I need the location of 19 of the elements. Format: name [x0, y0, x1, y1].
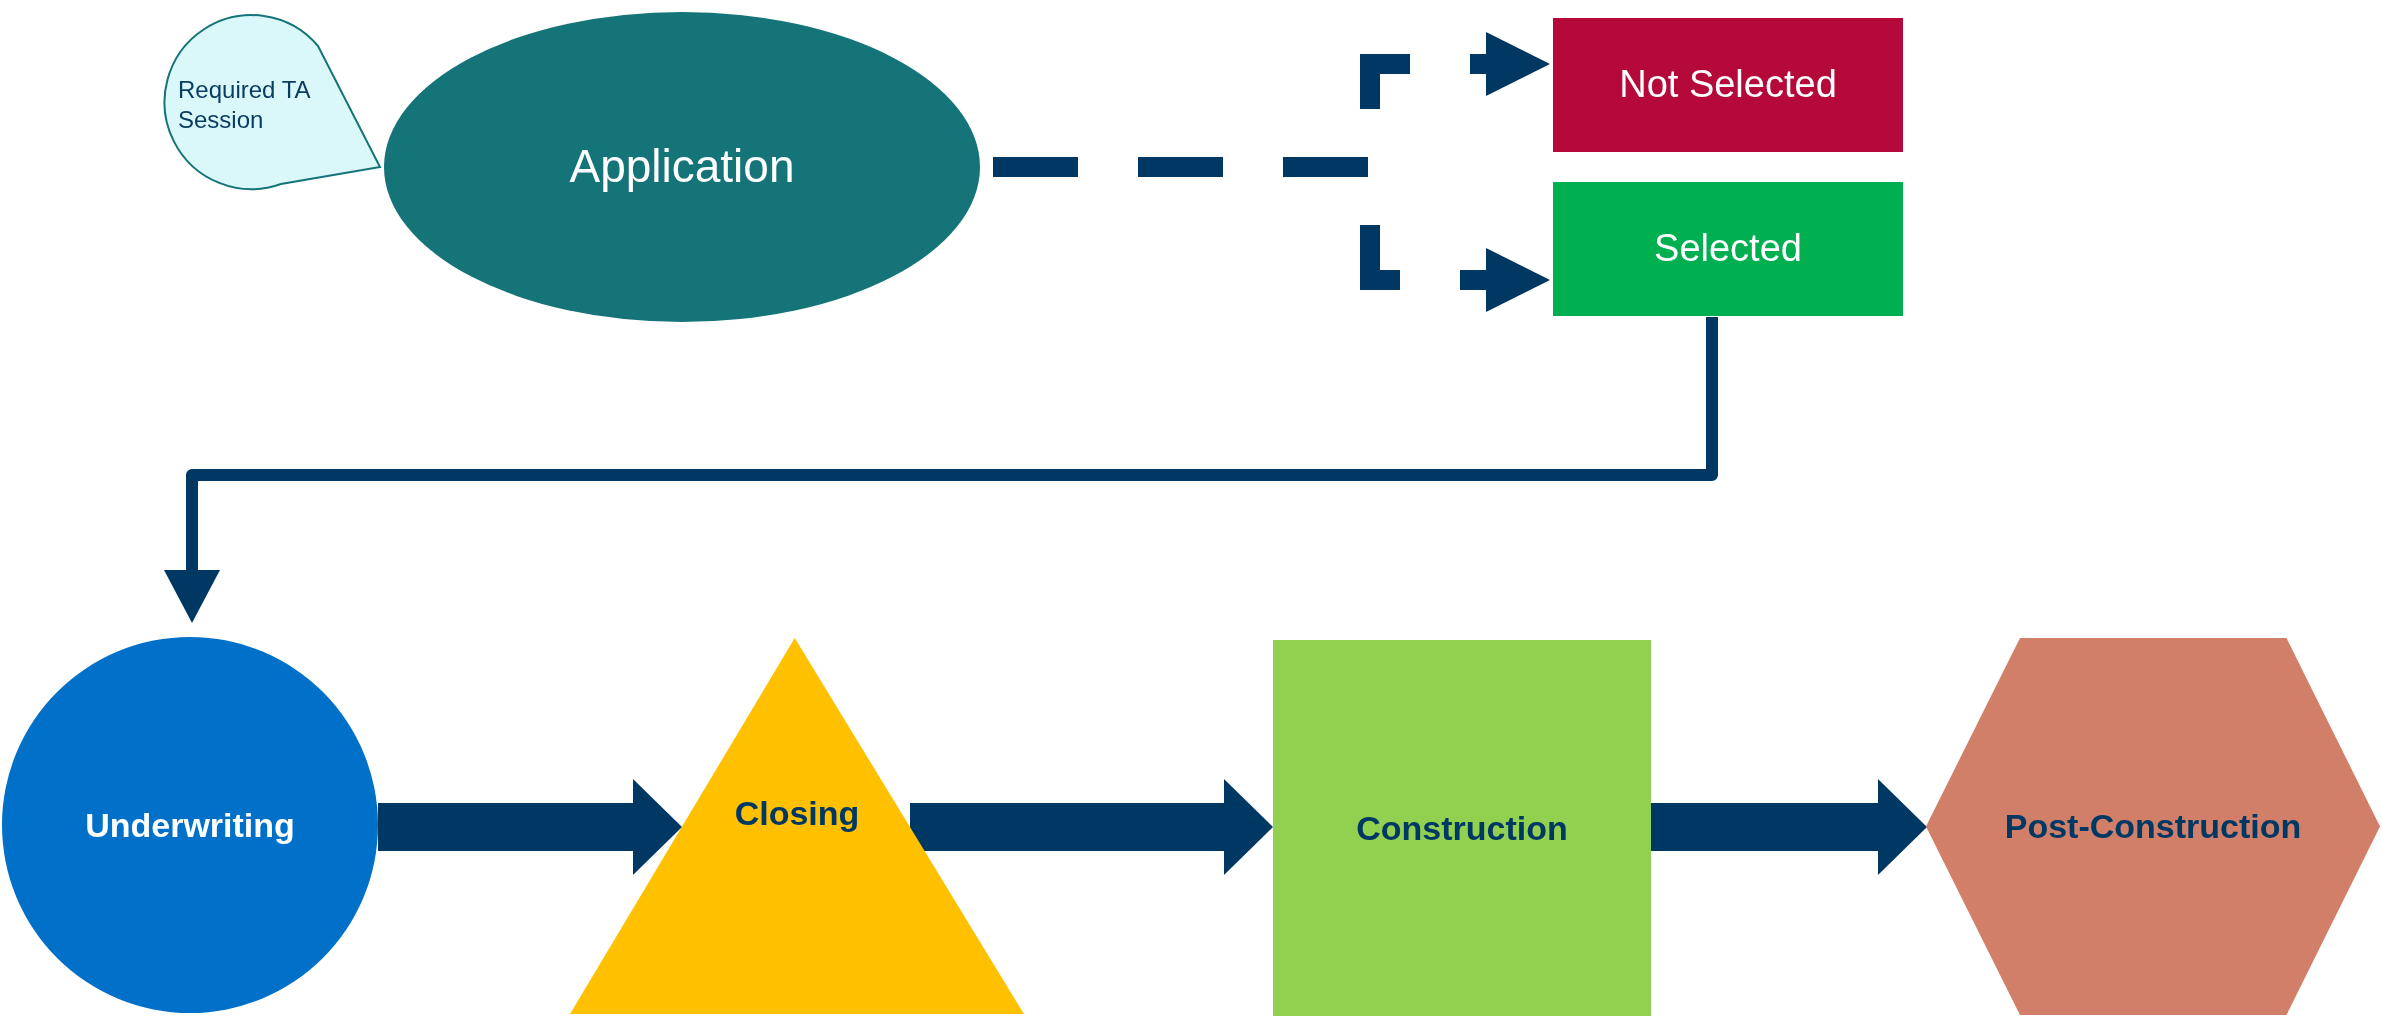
arrow [378, 779, 682, 875]
node-label: Not Selected [1619, 62, 1837, 108]
stage-circle [2, 637, 378, 1013]
arrow [164, 317, 1718, 623]
process-ellipse [384, 12, 980, 322]
node-label: Required TA Session [178, 75, 311, 135]
arrow [910, 779, 1273, 875]
node-label: Construction [1356, 807, 1568, 849]
node-label: Underwriting [85, 804, 295, 846]
node-label: Closing [734, 792, 860, 834]
stage-square [1273, 640, 1651, 1016]
status-box [1553, 182, 1903, 316]
node-label: Application [569, 139, 795, 195]
node-label: Selected [1654, 226, 1802, 272]
stage-triangle [570, 638, 1024, 1014]
status-box [1553, 18, 1903, 152]
node-label: Post-Construction [2004, 806, 2302, 848]
arrow [1651, 779, 1927, 875]
stage-hexagon [1926, 638, 2380, 1015]
